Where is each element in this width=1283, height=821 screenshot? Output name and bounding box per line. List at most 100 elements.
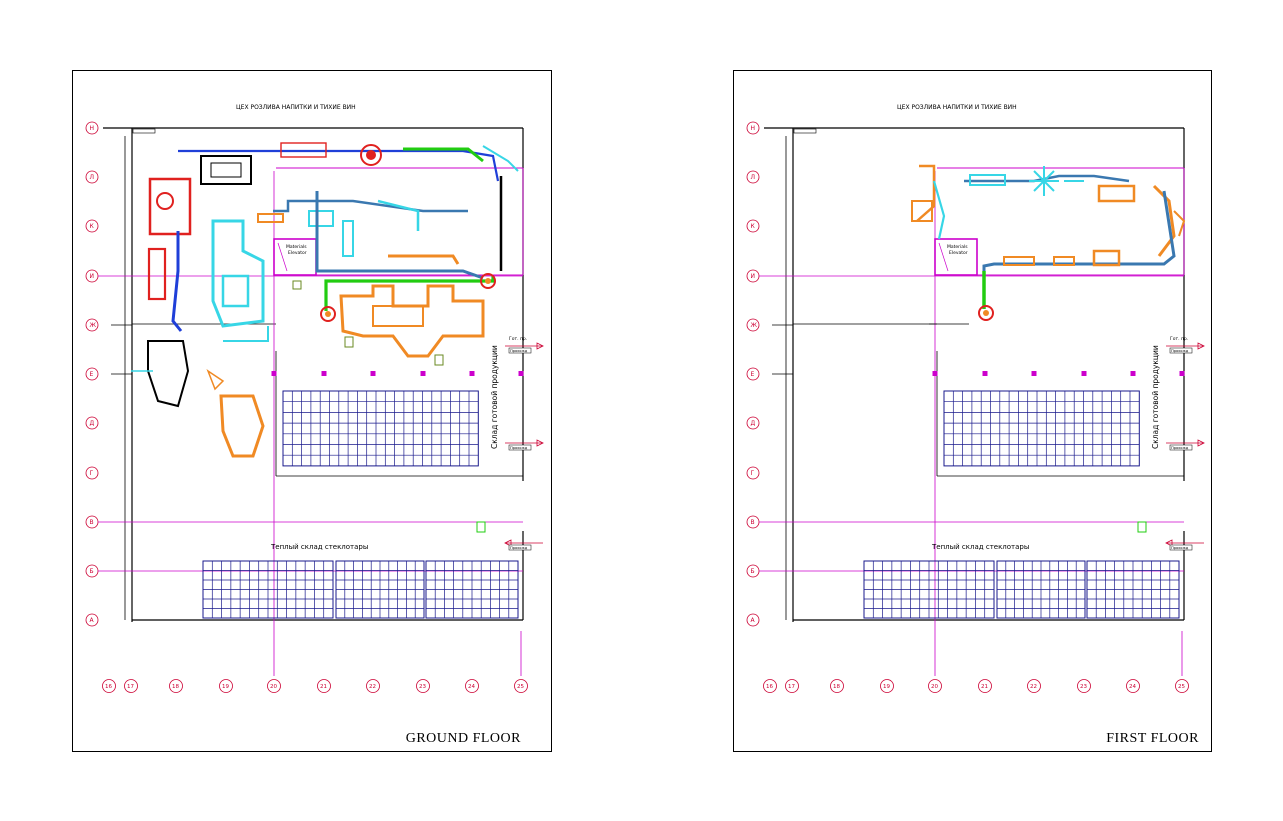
column-axis-bubble bbox=[785, 679, 799, 693]
conveyor-line bbox=[178, 149, 500, 182]
exit-tag bbox=[508, 347, 532, 354]
column-axis-label: 17 bbox=[127, 684, 134, 690]
operator-station bbox=[434, 354, 444, 366]
first-floor-plan: ЦЕХ РОЗЛИВА НАПИТКИ И ТИХИЕ ВИННЛКИЖЕДГВ… bbox=[746, 104, 1205, 693]
column-axis-label: 18 bbox=[833, 684, 840, 690]
row-axis-label: Д bbox=[90, 420, 95, 427]
orange-stacker-base bbox=[911, 200, 933, 222]
wrapper-machine bbox=[147, 340, 190, 408]
row-axis-bubble bbox=[746, 121, 760, 135]
exit-arrow-head bbox=[504, 539, 512, 547]
floor-title: FIRST FLOOR bbox=[1106, 731, 1199, 746]
column-axis-label: 19 bbox=[883, 684, 890, 690]
column-marker bbox=[321, 371, 327, 376]
column-marker bbox=[1031, 371, 1037, 376]
fixture-box bbox=[476, 521, 486, 533]
orange-fan bbox=[206, 369, 225, 391]
red-unit bbox=[147, 247, 167, 301]
exit-tag bbox=[508, 544, 532, 551]
elevator-label: Materials bbox=[947, 244, 968, 250]
column-axis-label: 23 bbox=[419, 684, 426, 690]
column-axis-bubble bbox=[763, 679, 777, 693]
return-conveyor bbox=[982, 190, 1176, 301]
column-axis-bubble bbox=[267, 679, 281, 693]
column-axis-label: 20 bbox=[931, 684, 938, 690]
exit-arrow-head bbox=[1165, 539, 1173, 547]
red-machine-rotor bbox=[156, 192, 174, 210]
column-axis-label: 18 bbox=[172, 684, 179, 690]
row-axis-bubble bbox=[746, 219, 760, 233]
exit-tag-label: Прохожд bbox=[510, 446, 528, 450]
case-packer bbox=[339, 284, 485, 358]
orange-unit bbox=[1003, 256, 1035, 266]
elevator-diagonal bbox=[277, 242, 288, 272]
storage-rack-block bbox=[943, 390, 1140, 467]
filler-machine bbox=[280, 142, 327, 158]
exit-tag-label: Прохожд bbox=[1171, 546, 1189, 550]
glass-warehouse-label: Теплый склад стеклотары bbox=[270, 543, 368, 551]
column-axis-label: 20 bbox=[270, 684, 277, 690]
exit-arrow-head bbox=[536, 439, 544, 447]
row-axis-bubble bbox=[746, 170, 760, 184]
row-axis-label: Н bbox=[751, 125, 756, 132]
row-axis-label: В bbox=[90, 519, 94, 526]
steel-conveyor bbox=[273, 199, 468, 213]
row-axis-label: Г bbox=[751, 470, 755, 477]
row-axis-label: И bbox=[90, 273, 95, 280]
orange-conveyor bbox=[388, 254, 460, 265]
orange-fan bbox=[1173, 210, 1186, 237]
door bbox=[132, 128, 156, 134]
column-axis-bubble bbox=[169, 679, 183, 693]
column-marker bbox=[1081, 371, 1087, 376]
elevator-label: Elevator bbox=[288, 250, 307, 256]
row-axis-bubble bbox=[85, 613, 99, 627]
row-axis-label: Ж bbox=[90, 322, 97, 329]
palletizer-frame bbox=[200, 155, 252, 185]
column-axis-bubble bbox=[416, 679, 430, 693]
exit-tag bbox=[1169, 544, 1193, 551]
column-axis-bubble bbox=[1175, 679, 1189, 693]
orange-unit bbox=[1053, 256, 1075, 266]
exit-tag bbox=[1169, 444, 1193, 451]
exit-tag-label: Прохожд bbox=[1171, 349, 1189, 353]
column-marker bbox=[469, 371, 475, 376]
column-axis-label: 24 bbox=[468, 684, 475, 690]
column-axis-label: 25 bbox=[1178, 684, 1185, 690]
orange-vertical-unit bbox=[1152, 184, 1176, 257]
row-axis-bubble bbox=[85, 170, 99, 184]
column-axis-bubble bbox=[465, 679, 479, 693]
floor-title: GROUND FLOOR bbox=[405, 731, 521, 746]
cyan-conveyor bbox=[377, 199, 420, 231]
cyan-downline bbox=[932, 180, 946, 240]
row-axis-bubble bbox=[85, 416, 99, 430]
column-marker bbox=[518, 371, 524, 376]
row-axis-bubble bbox=[746, 367, 760, 381]
row-axis-label: Е bbox=[751, 371, 755, 378]
exit-tag bbox=[508, 444, 532, 451]
row-axis-label: Г bbox=[90, 470, 94, 477]
orange-unit bbox=[1097, 184, 1136, 203]
exit-arrow-head bbox=[536, 342, 544, 350]
row-axis-bubble bbox=[746, 318, 760, 332]
door bbox=[793, 128, 817, 134]
column-marker bbox=[932, 371, 938, 376]
column-axis-label: 21 bbox=[981, 684, 988, 690]
column-marker bbox=[1179, 371, 1185, 376]
cyan-labeler-body bbox=[221, 274, 250, 308]
exit-label: Гот. пр. bbox=[1170, 336, 1188, 342]
column-axis-bubble bbox=[978, 679, 992, 693]
elevator-label: Elevator bbox=[949, 250, 968, 256]
case-packer-core bbox=[372, 305, 424, 327]
exit-tag-label: Прохожд bbox=[1171, 446, 1189, 450]
column-axis-bubble bbox=[1077, 679, 1091, 693]
cyan-inspection bbox=[308, 210, 354, 257]
warehouse-label: Склад готовой продукции bbox=[490, 345, 499, 449]
column-axis-bubble bbox=[124, 679, 138, 693]
column-marker bbox=[370, 371, 376, 376]
column-marker bbox=[982, 371, 988, 376]
exit-label: Гот. пр. bbox=[509, 336, 527, 342]
red-machine bbox=[148, 177, 192, 236]
column-axis-label: 25 bbox=[517, 684, 524, 690]
materials-elevator bbox=[934, 238, 978, 276]
column-axis-label: 16 bbox=[105, 684, 112, 690]
